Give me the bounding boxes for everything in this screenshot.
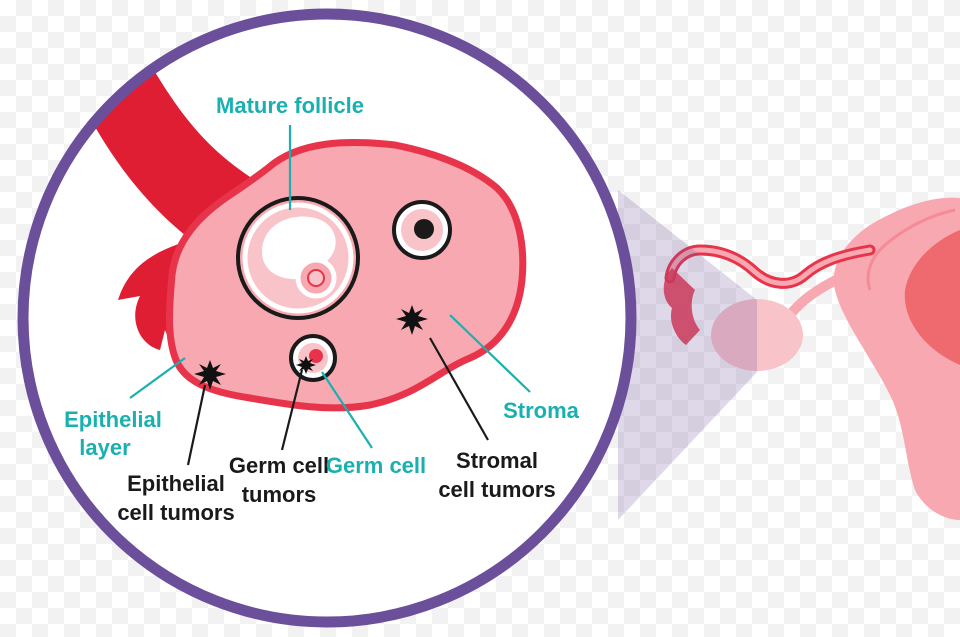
leader-lines xyxy=(129,125,531,466)
uterus-illustration xyxy=(663,197,960,520)
developing-follicle xyxy=(392,200,452,260)
label-stromal-tumors-line2: cell tumors xyxy=(438,477,555,502)
label-stroma: Stroma xyxy=(503,398,580,423)
label-epithelial-tumors-line2: cell tumors xyxy=(117,500,234,525)
ovary-cross-section xyxy=(90,72,531,466)
label-mature-follicle: Mature follicle xyxy=(216,93,364,118)
label-epithelial-layer-line2: layer xyxy=(79,435,131,460)
label-epithelial-layer-line1: Epithelial xyxy=(64,407,162,432)
mature-follicle xyxy=(236,196,360,320)
label-germ-tumors-line1: Germ cell xyxy=(229,453,329,478)
tumors xyxy=(194,305,428,390)
magnifier-ring xyxy=(17,8,637,628)
magnifier-cone xyxy=(618,190,757,520)
label-germ-tumors-line2: tumors xyxy=(242,482,317,507)
germ-cell xyxy=(289,334,337,382)
stromal-tumor xyxy=(396,305,428,335)
label-stromal-tumors-line1: Stromal xyxy=(456,448,538,473)
germ-cell-tumor xyxy=(296,356,316,374)
label-germ-cell: Germ cell xyxy=(326,453,426,478)
label-epithelial-tumors-line1: Epithelial xyxy=(127,471,225,496)
epithelial-tumor xyxy=(194,360,226,390)
